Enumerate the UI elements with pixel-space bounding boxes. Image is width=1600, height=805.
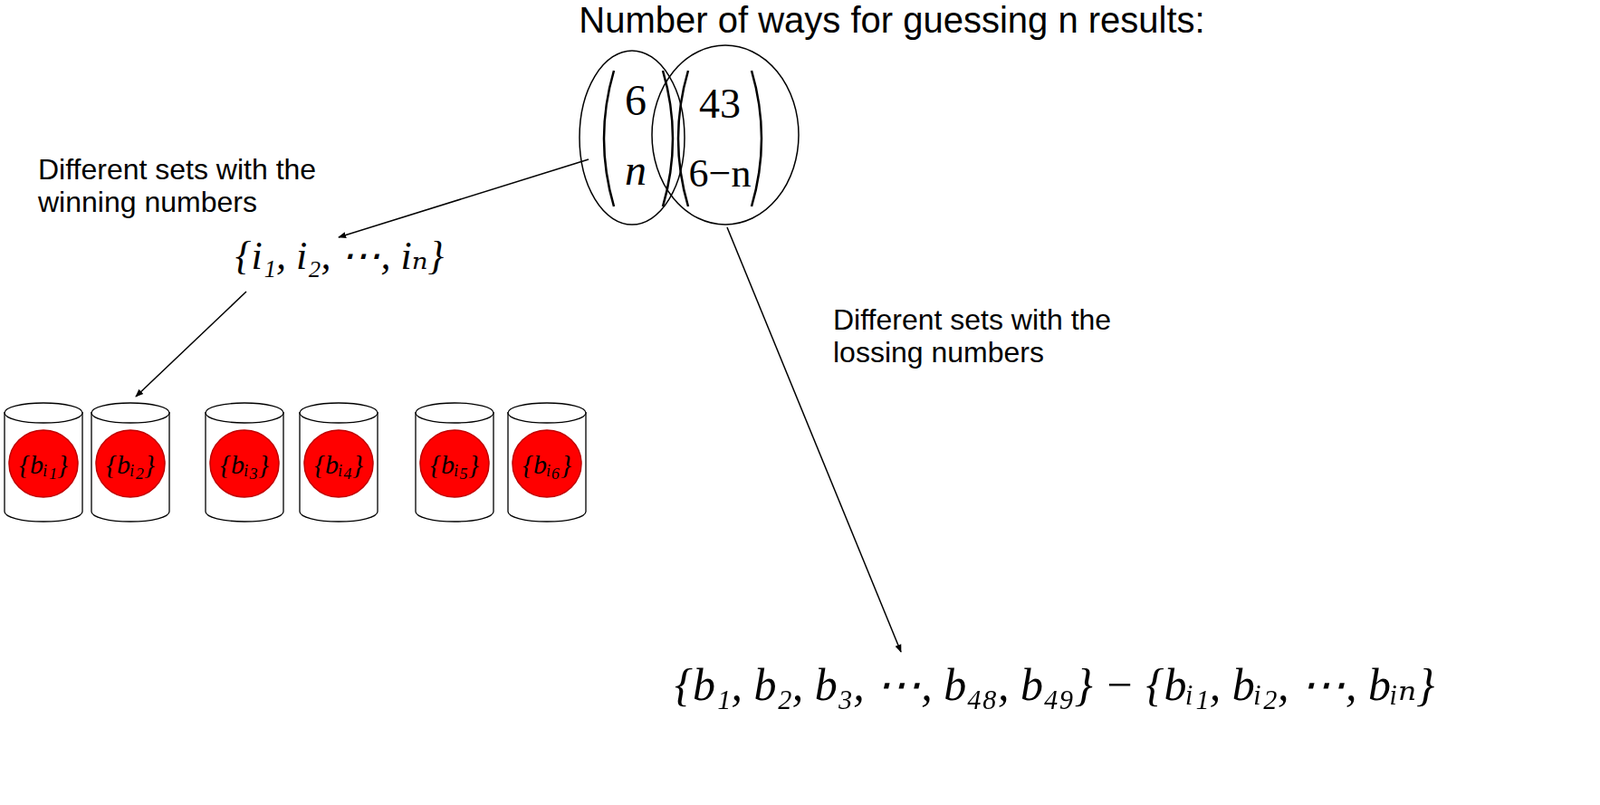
cylinder-top <box>415 402 494 423</box>
cylinder-top <box>299 402 378 423</box>
parenthesis <box>751 70 762 207</box>
urn-cylinder: {bᵢ₃} <box>204 402 285 522</box>
ball-label: {bᵢ₁} <box>19 449 68 480</box>
cylinder-body <box>299 411 378 522</box>
urn-cylinder: {bᵢ₁} <box>3 402 84 522</box>
cylinder-body <box>507 411 586 522</box>
binomial-entry: 6 <box>624 76 647 125</box>
binomial-circle: 43 6−n <box>650 44 801 226</box>
parenthesis <box>603 70 614 207</box>
circle-outline <box>650 44 801 226</box>
cylinder-body <box>4 411 83 522</box>
note-text: Different sets with the winning numbers <box>38 153 383 220</box>
urn-cylinder: {bᵢ₄} <box>298 402 379 522</box>
red-ball <box>304 430 374 498</box>
cylinder-top <box>507 402 586 423</box>
circle-outline <box>651 45 799 225</box>
set-expression: {b₁, b₂, b₃, ⋯, b₄₈, b₄₉} − {bᵢ₁, bᵢ₂, ⋯… <box>674 659 1435 710</box>
cylinder-body <box>205 411 284 522</box>
urn-cylinder: {bᵢ₆} <box>507 402 587 522</box>
leader-arrow <box>727 227 901 652</box>
urn-cylinder: {bᵢ₂} <box>90 402 171 522</box>
cylinder-body <box>415 411 494 522</box>
red-ball <box>420 430 489 498</box>
cylinder-top <box>205 402 284 423</box>
red-ball <box>210 430 279 498</box>
note-text: Different sets with the lossing numbers <box>833 304 1178 370</box>
ball-label: {bᵢ₅} <box>430 449 480 480</box>
red-ball <box>512 430 582 498</box>
binomial-entry: n <box>624 146 647 195</box>
leader-arrow <box>338 159 589 238</box>
ball-label: {bᵢ₃} <box>220 449 269 480</box>
ball-label: {bᵢ₄} <box>314 449 364 480</box>
binomial-entry: 43 <box>699 81 741 128</box>
cylinder-body <box>91 411 170 522</box>
slide-title: Number of ways for guessing n results: <box>578 0 1205 41</box>
cylinder-top <box>91 402 170 423</box>
red-ball <box>95 430 165 498</box>
leader-arrow <box>135 291 247 397</box>
urn-cylinder: {bᵢ₅} <box>414 402 495 522</box>
cylinder-top <box>4 402 83 423</box>
parenthesis <box>678 70 689 207</box>
red-ball <box>9 430 78 498</box>
ball-label: {bᵢ₆} <box>522 449 572 480</box>
ball-label: {bᵢ₂} <box>105 449 155 480</box>
binomial-entry: 6−n <box>689 152 752 196</box>
set-expression: {i₁, i₂, ⋯, iₙ} <box>235 233 444 278</box>
